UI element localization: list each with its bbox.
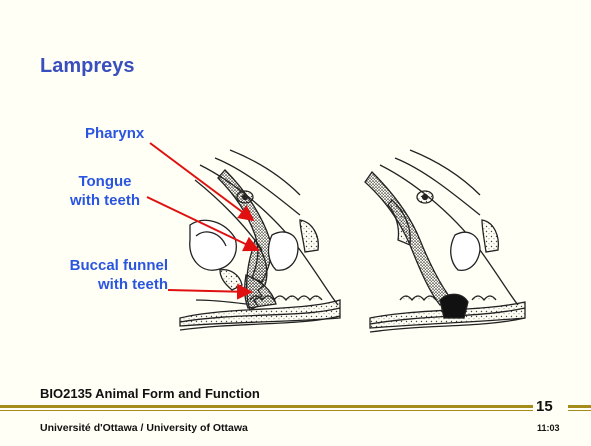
label-tongue: Tongue with teeth xyxy=(68,172,142,210)
footer-rule-thick-right xyxy=(568,405,591,408)
label-pharynx: Pharynx xyxy=(85,124,144,143)
label-buccal-line2: with teeth xyxy=(40,275,168,294)
lamprey-drawing-left xyxy=(180,150,340,330)
slide-time: 11:03 xyxy=(537,423,560,433)
course-title: BIO2135 Animal Form and Function xyxy=(40,386,260,401)
label-buccal-line1: Buccal funnel xyxy=(40,256,168,275)
university-name: Université d'Ottawa / University of Otta… xyxy=(40,422,248,434)
arrow-pharynx xyxy=(150,143,253,220)
lamprey-drawing-right xyxy=(365,150,525,332)
label-tongue-line2: with teeth xyxy=(68,191,142,210)
footer-rule-thick xyxy=(0,405,533,408)
footer-rule-thin xyxy=(0,410,533,411)
label-buccal-funnel: Buccal funnel with teeth xyxy=(40,256,168,294)
label-tongue-line1: Tongue xyxy=(68,172,142,191)
page-number: 15 xyxy=(536,398,553,415)
footer-rule-thin-right xyxy=(568,410,591,411)
arrow-buccal-funnel xyxy=(168,290,251,292)
